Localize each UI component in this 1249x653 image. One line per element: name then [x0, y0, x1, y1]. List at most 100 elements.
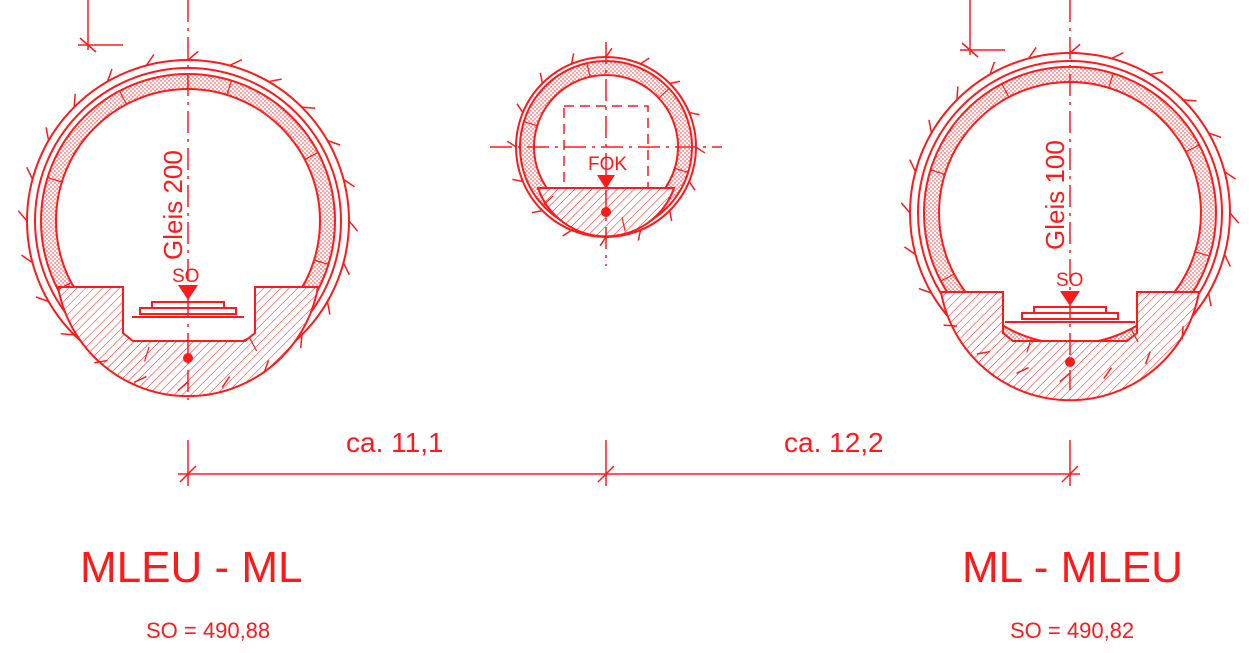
left-tunnel-anchor-tooth	[268, 78, 282, 83]
center-drain-icon	[601, 207, 611, 217]
right-tunnel-anchor-tooth	[976, 350, 991, 355]
left-tunnel-segment-joint	[304, 151, 319, 160]
left-section-title: MLEU - ML	[80, 543, 302, 592]
right-tunnel-anchor-tooth	[1144, 351, 1151, 365]
span-dimension	[178, 440, 1080, 486]
left-tunnel-segment-joint	[57, 282, 72, 291]
right-tunnel-anchor-tooth	[918, 287, 932, 294]
right-tunnel-anchor-tooth	[908, 159, 917, 172]
left-tunnel-segment-joint	[226, 80, 233, 96]
left-tunnel-anchor-tooth	[300, 334, 303, 349]
left-tunnel-anchor-tooth	[343, 178, 355, 188]
center-tunnel-anchor-tooth	[688, 181, 696, 191]
center-tunnel-segment-joint	[674, 167, 689, 173]
center-tunnel: FOK	[490, 42, 722, 266]
center-tunnel-segment-joint	[523, 121, 538, 127]
left-tunnel-details	[17, 50, 359, 392]
right-tunnel-segment-joint	[1194, 251, 1210, 257]
center-fok-label: FOK	[588, 154, 627, 175]
left-tunnel-segment-joint	[249, 337, 258, 352]
right-tunnel-anchor-tooth	[1207, 292, 1212, 307]
right-tunnel-anchor-tooth	[904, 246, 916, 256]
center-tunnel-anchor-tooth	[562, 229, 572, 237]
left-tunnel-anchor-tooth	[145, 54, 155, 66]
right-span-label: ca. 12,2	[784, 427, 884, 458]
center-tunnel-anchor-tooth	[599, 236, 607, 247]
center-tunnel-anchor-tooth	[640, 57, 650, 65]
center-tunnel-anchor-tooth	[539, 72, 544, 84]
left-tunnel-anchor-tooth	[221, 376, 231, 388]
right-tunnel-anchor-tooth	[1183, 99, 1197, 102]
center-tunnel-anchor-tooth	[637, 230, 642, 241]
center-tunnel-anchor-tooth	[531, 209, 543, 214]
right-tunnel-segment-joint	[1026, 337, 1032, 353]
left-tunnel-anchor-tooth	[326, 301, 331, 315]
left-tunnel-anchor-tooth	[26, 166, 34, 180]
left-tunnel-anchor-tooth	[263, 360, 270, 374]
right-tunnel-segment-joint	[1130, 328, 1139, 343]
left-tunnel-anchor-tooth	[73, 93, 76, 108]
right-tunnel-anchor-tooth	[1103, 367, 1113, 379]
right-tunnel-segment-joint	[1185, 144, 1200, 153]
left-track-label: Gleis 200	[158, 150, 188, 260]
right-tunnel-anchor-tooth	[1223, 254, 1232, 267]
left-drain-icon	[183, 353, 193, 363]
right-wall-dimension	[960, 0, 1005, 58]
center-tunnel-anchor-tooth	[695, 146, 706, 154]
center-tunnel-anchor-tooth	[689, 111, 700, 116]
left-tunnel-anchor-tooth	[301, 106, 316, 109]
left-tunnel-anchor-tooth	[133, 375, 147, 383]
left-tunnel-anchor-tooth	[94, 359, 108, 364]
right-tunnel-anchor-tooth	[1224, 170, 1236, 180]
right-section-title: ML - MLEU	[962, 543, 1183, 592]
right-tunnel-segment-joint	[930, 169, 946, 175]
left-span-label: ca. 11,1	[346, 427, 444, 458]
center-tunnel-anchor-tooth	[605, 47, 613, 58]
left-tunnel-anchor-tooth	[45, 127, 50, 141]
right-drain-icon	[1065, 357, 1075, 367]
right-tunnel: Gleis 100 SO	[909, 0, 1231, 402]
center-tunnel-segment-joint	[621, 217, 626, 231]
right-tunnel-anchor-tooth	[900, 202, 911, 214]
left-tunnel-segment-joint	[47, 176, 63, 183]
center-tunnel-segment-joint	[658, 88, 670, 99]
center-tunnel-anchor-tooth	[669, 80, 681, 85]
left-so-marker-label: SO	[172, 266, 199, 287]
left-tunnel-segment-joint	[143, 346, 150, 362]
left-tunnel-anchor-tooth	[348, 220, 359, 232]
center-tunnel-anchor-tooth	[506, 140, 517, 148]
center-tunnel-anchor-tooth	[512, 178, 523, 183]
center-tunnel-segment-joint	[542, 195, 554, 206]
right-tunnel-anchor-tooth	[1016, 366, 1029, 375]
center-tunnel-details	[506, 47, 706, 247]
left-wall-dimension	[78, 0, 123, 53]
left-tunnel: Gleis 200 SO	[26, 0, 350, 400]
left-tunnel-anchor-tooth	[177, 381, 189, 392]
right-tunnel-details	[900, 43, 1240, 383]
center-tunnel-anchor-tooth	[570, 53, 575, 64]
left-tunnel-segment-joint	[118, 90, 127, 105]
right-tunnel-anchor-tooth	[1229, 212, 1240, 224]
left-elevation-label: SO = 490,88	[146, 618, 270, 643]
right-tunnel-segment-joint	[940, 273, 955, 282]
left-tunnel-anchor-tooth	[327, 139, 341, 146]
left-tunnel-anchor-tooth	[35, 296, 49, 303]
left-tunnel-segment-joint	[313, 259, 329, 266]
center-fok-marker-icon	[597, 175, 615, 189]
left-tunnel-anchor-tooth	[60, 333, 75, 336]
right-tunnel-segment-joint	[1001, 83, 1010, 98]
right-tunnel-segment-joint	[1108, 73, 1114, 89]
left-tunnel-anchor-tooth	[106, 68, 113, 82]
right-tunnel-anchor-tooth	[1027, 47, 1037, 59]
right-tunnel-anchor-tooth	[1059, 372, 1071, 383]
right-tunnel-anchor-tooth	[989, 61, 996, 75]
right-tunnel-anchor-tooth	[1208, 132, 1222, 139]
right-tunnel-anchor-tooth	[928, 119, 933, 134]
left-tunnel-anchor-tooth	[17, 210, 28, 222]
left-so-marker-icon	[178, 285, 198, 300]
left-tunnel-anchor-tooth	[21, 254, 33, 264]
left-tunnel-anchor-tooth	[342, 262, 350, 276]
left-tunnel-anchor-tooth	[229, 59, 243, 67]
right-tunnel-anchor-tooth	[1181, 326, 1184, 340]
